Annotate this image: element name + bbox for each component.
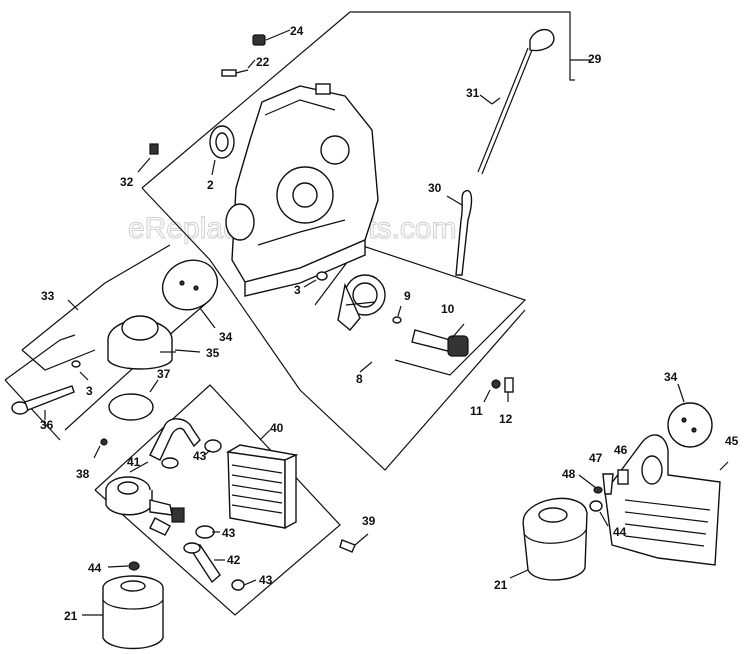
callout-12: 12 bbox=[499, 412, 513, 426]
part-21-oil-filter-right bbox=[522, 497, 588, 581]
callout-10: 10 bbox=[441, 302, 455, 316]
part-35-adapter bbox=[107, 315, 176, 370]
callout-43-lower: 43 bbox=[259, 573, 273, 587]
part-30-dipstick-tube bbox=[446, 189, 473, 276]
callout-44-right: 44 bbox=[613, 525, 627, 539]
callout-36: 36 bbox=[40, 418, 54, 432]
callout-47: 47 bbox=[589, 451, 603, 465]
part-39-screw bbox=[339, 533, 369, 553]
callout-3-upper: 3 bbox=[294, 283, 301, 297]
part-37-oring bbox=[108, 379, 159, 421]
callout-21-right: 21 bbox=[494, 578, 508, 592]
part-48-washer bbox=[593, 486, 603, 494]
part-32-plug bbox=[137, 143, 159, 173]
callout-34-left: 34 bbox=[219, 330, 233, 344]
part-22-screw bbox=[221, 59, 256, 77]
gear-cover bbox=[225, 83, 379, 297]
callout-8: 8 bbox=[356, 372, 363, 386]
part-31-dipstick bbox=[477, 28, 555, 175]
callout-40: 40 bbox=[270, 421, 284, 435]
callout-labels: 24 22 29 31 2 32 30 3 9 10 8 33 34 35 3 … bbox=[40, 24, 739, 623]
callout-42: 42 bbox=[227, 553, 241, 567]
part-43-clamp-a bbox=[161, 439, 222, 469]
part-3-oring bbox=[303, 271, 328, 288]
callout-43-upper: 43 bbox=[193, 449, 207, 463]
callout-33: 33 bbox=[41, 289, 55, 303]
callout-29: 29 bbox=[588, 52, 602, 66]
part-12-screw bbox=[504, 377, 514, 402]
part-44-nut-right bbox=[589, 500, 603, 512]
part-11-washer bbox=[483, 379, 501, 403]
callout-24: 24 bbox=[290, 24, 304, 38]
callout-48: 48 bbox=[562, 467, 576, 481]
callout-32: 32 bbox=[120, 175, 134, 189]
part-9-oring bbox=[392, 305, 402, 324]
callout-21-left: 21 bbox=[64, 609, 78, 623]
callout-44-left: 44 bbox=[88, 561, 102, 575]
callout-31: 31 bbox=[466, 86, 480, 100]
part-34-gasket-left bbox=[161, 259, 219, 329]
part-38-plug bbox=[93, 438, 108, 459]
callout-37: 37 bbox=[157, 367, 171, 381]
callout-46: 46 bbox=[614, 443, 628, 457]
callout-30: 30 bbox=[428, 181, 442, 195]
callout-34-right: 34 bbox=[664, 370, 678, 384]
part-3-oring-left bbox=[71, 360, 89, 381]
part-8-oil-pump bbox=[337, 274, 386, 331]
part-filter-adapter-lower bbox=[105, 476, 173, 516]
part-44-nut-left bbox=[128, 561, 140, 571]
part-21-oil-filter-left bbox=[102, 575, 164, 650]
part-24-bolt bbox=[252, 29, 291, 46]
callout-43-middle: 43 bbox=[222, 526, 236, 540]
part-46-plug bbox=[617, 469, 629, 485]
part-34-gasket-right bbox=[667, 383, 713, 448]
part-40-oil-cooler bbox=[225, 429, 299, 530]
part-45-oil-cooler bbox=[604, 434, 729, 566]
callout-38: 38 bbox=[76, 467, 90, 481]
callout-9: 9 bbox=[404, 289, 411, 303]
callout-2: 2 bbox=[207, 178, 214, 192]
part-36-bolt bbox=[11, 385, 75, 420]
callout-22: 22 bbox=[256, 55, 270, 69]
part-41-hose bbox=[149, 418, 201, 461]
callout-35: 35 bbox=[206, 346, 220, 360]
part-fittings bbox=[149, 507, 215, 539]
leader-lines bbox=[67, 94, 609, 616]
callout-39: 39 bbox=[362, 514, 376, 528]
callout-41: 41 bbox=[127, 455, 141, 469]
part-10-relief-valve bbox=[411, 323, 469, 357]
part-2-seal bbox=[209, 125, 235, 176]
callout-3-left: 3 bbox=[86, 384, 93, 398]
part-47-valve bbox=[602, 473, 614, 495]
callout-11: 11 bbox=[470, 404, 483, 418]
callout-45: 45 bbox=[725, 434, 739, 448]
